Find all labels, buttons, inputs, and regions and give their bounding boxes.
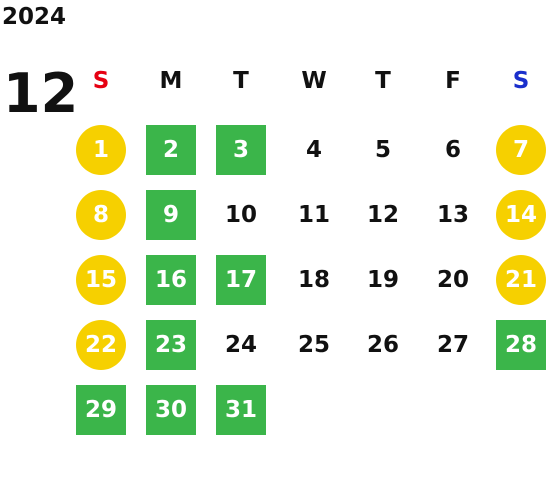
calendar-day[interactable]: 17 [216,255,266,305]
calendar-day[interactable]: 26 [366,332,399,358]
calendar-day[interactable]: 7 [496,125,546,175]
calendar-day[interactable]: 15 [76,255,126,305]
calendar-day[interactable]: 24 [224,332,257,358]
calendar-day[interactable]: 23 [146,320,196,370]
weekday-header: M [159,68,183,94]
calendar-day[interactable]: 13 [436,202,469,228]
calendar-day[interactable]: 1 [76,125,126,175]
weekday-header: W [301,68,327,94]
calendar-day[interactable]: 20 [436,267,469,293]
month-label: 12 [3,62,79,125]
weekday-header: T [233,68,249,94]
calendar-day[interactable]: 25 [297,332,330,358]
calendar-day[interactable]: 29 [76,385,126,435]
weekday-header: S [92,68,110,94]
weekday-header: F [445,68,461,94]
calendar-day[interactable]: 10 [224,202,257,228]
calendar-day[interactable]: 21 [496,255,546,305]
calendar-day[interactable]: 2 [146,125,196,175]
calendar-day[interactable]: 6 [444,137,461,163]
year-label: 2024 [2,4,67,30]
weekday-header: S [512,68,530,94]
calendar-day[interactable]: 12 [366,202,399,228]
calendar-day[interactable]: 18 [297,267,330,293]
calendar-day[interactable]: 4 [305,137,322,163]
calendar-day[interactable]: 8 [76,190,126,240]
weekday-header: T [375,68,391,94]
calendar-day[interactable]: 11 [297,202,330,228]
calendar-day[interactable]: 3 [216,125,266,175]
calendar-day[interactable]: 14 [496,190,546,240]
calendar-day[interactable]: 9 [146,190,196,240]
calendar-day[interactable]: 27 [436,332,469,358]
calendar-day[interactable]: 5 [374,137,391,163]
calendar-day[interactable]: 19 [366,267,399,293]
calendar-day[interactable]: 16 [146,255,196,305]
calendar-day[interactable]: 30 [146,385,196,435]
calendar-day[interactable]: 22 [76,320,126,370]
calendar-day[interactable]: 31 [216,385,266,435]
calendar-day[interactable]: 28 [496,320,546,370]
